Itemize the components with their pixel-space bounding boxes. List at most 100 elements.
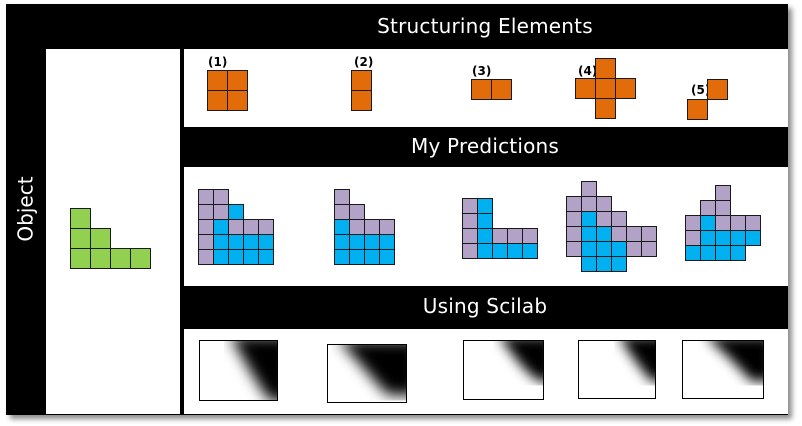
structuring-cell: [207, 70, 228, 91]
structuring-cell: [615, 78, 636, 99]
prediction-original-cell: [581, 211, 597, 227]
prediction-added-cell: [349, 219, 365, 235]
prediction-original-cell: [581, 241, 597, 257]
prediction-added-cell: [685, 230, 701, 246]
structuring-cell: [707, 79, 728, 100]
object-cell: [130, 248, 151, 269]
prediction-original-cell: [611, 256, 627, 272]
object-cell: [110, 248, 131, 269]
structuring-cell: [227, 70, 248, 91]
prediction-added-cell: [334, 204, 350, 220]
structuring-element-1: [207, 70, 248, 111]
prediction-original-cell: [213, 234, 229, 250]
structuring-cell: [351, 90, 372, 111]
using-scilab-header: Using Scilab: [422, 294, 548, 318]
structuring-cell: [207, 90, 228, 111]
prediction-original-cell: [507, 243, 523, 259]
prediction-added-cell: [492, 228, 508, 244]
prediction-added-cell: [566, 211, 582, 227]
object-shape: [70, 208, 151, 269]
prediction-added-cell: [243, 219, 259, 235]
prediction-added-cell: [258, 219, 274, 235]
prediction-original-cell: [334, 249, 350, 265]
prediction-added-cell: [462, 228, 478, 244]
object-cell: [70, 208, 91, 229]
prediction-1: [198, 189, 274, 265]
prediction-added-cell: [566, 196, 582, 212]
prediction-added-cell: [715, 215, 731, 231]
prediction-added-cell: [522, 228, 538, 244]
prediction-original-cell: [258, 234, 274, 250]
prediction-added-cell: [626, 241, 642, 257]
structuring-elements-header: Structuring Elements: [377, 14, 593, 38]
prediction-original-cell: [700, 245, 716, 261]
prediction-added-cell: [349, 204, 365, 220]
prediction-original-cell: [477, 228, 493, 244]
prediction-added-cell: [213, 189, 229, 205]
prediction-3: [462, 198, 538, 259]
prediction-added-cell: [507, 228, 523, 244]
prediction-original-cell: [364, 234, 380, 250]
se-label-1: (1): [208, 55, 228, 69]
structuring-element-3: [471, 79, 512, 100]
structuring-cell: [227, 90, 248, 111]
prediction-original-cell: [477, 198, 493, 214]
prediction-original-cell: [685, 245, 701, 261]
prediction-added-cell: [596, 211, 612, 227]
object-cell: [90, 248, 111, 269]
scilab-result-4: [578, 340, 656, 399]
prediction-original-cell: [745, 230, 761, 246]
prediction-added-cell: [462, 213, 478, 229]
prediction-original-cell: [477, 213, 493, 229]
prediction-original-cell: [258, 249, 274, 265]
prediction-added-cell: [715, 200, 731, 216]
object-side-bar: Object: [6, 4, 46, 414]
prediction-original-cell: [581, 226, 597, 242]
prediction-original-cell: [522, 243, 538, 259]
object-cell: [70, 248, 91, 269]
prediction-added-cell: [745, 215, 761, 231]
prediction-added-cell: [641, 226, 657, 242]
object-cell: [70, 228, 91, 249]
prediction-original-cell: [228, 234, 244, 250]
prediction-added-cell: [626, 226, 642, 242]
prediction-5: [685, 185, 761, 261]
prediction-original-cell: [243, 249, 259, 265]
prediction-added-cell: [462, 198, 478, 214]
prediction-original-cell: [581, 256, 597, 272]
structuring-element-2: [351, 70, 372, 111]
prediction-added-cell: [715, 185, 731, 201]
prediction-original-cell: [596, 226, 612, 242]
prediction-added-cell: [198, 204, 214, 220]
prediction-original-cell: [334, 234, 350, 250]
prediction-original-cell: [379, 234, 395, 250]
scilab-result-1: [199, 340, 278, 401]
object-cell: [90, 228, 111, 249]
prediction-original-cell: [213, 249, 229, 265]
prediction-original-cell: [477, 243, 493, 259]
prediction-added-cell: [611, 226, 627, 242]
prediction-added-cell: [198, 234, 214, 250]
prediction-original-cell: [596, 256, 612, 272]
prediction-added-cell: [198, 189, 214, 205]
object-label: Object: [14, 176, 39, 242]
prediction-original-cell: [700, 230, 716, 246]
prediction-added-cell: [198, 219, 214, 235]
prediction-added-cell: [228, 219, 244, 235]
scilab-result-2: [327, 344, 407, 403]
structuring-cell: [351, 70, 372, 91]
structuring-cell: [595, 58, 616, 79]
prediction-added-cell: [566, 241, 582, 257]
prediction-original-cell: [715, 230, 731, 246]
se-label-2: (2): [354, 55, 374, 69]
prediction-original-cell: [349, 234, 365, 250]
prediction-added-cell: [581, 181, 597, 197]
prediction-added-cell: [566, 226, 582, 242]
prediction-added-cell: [700, 200, 716, 216]
prediction-added-cell: [581, 196, 597, 212]
structuring-cell: [595, 98, 616, 119]
structuring-cell: [687, 99, 708, 120]
prediction-original-cell: [228, 204, 244, 220]
structuring-cell: [491, 79, 512, 100]
prediction-original-cell: [700, 215, 716, 231]
